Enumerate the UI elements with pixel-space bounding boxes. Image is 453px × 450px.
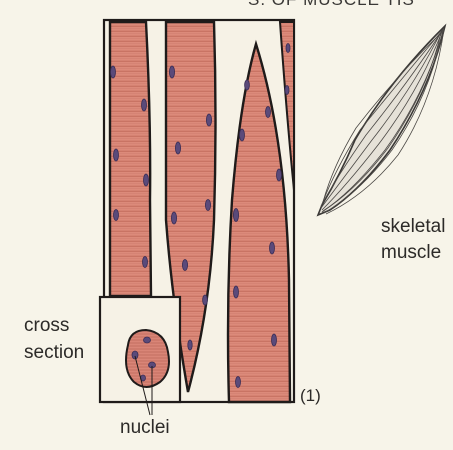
cross-section-inset	[100, 297, 180, 415]
skeletal-label-line1: skeletal	[381, 216, 445, 237]
cross-section-label-line2: section	[24, 342, 84, 363]
header-fragment: S. OF MUSCLE TIS	[248, 0, 415, 9]
skeletal-muscle-illustration	[318, 26, 445, 215]
nuclei-label: nuclei	[120, 417, 170, 438]
cross-section-label-line1: cross	[24, 315, 69, 336]
skeletal-label-line2: muscle	[381, 242, 441, 263]
figure-number: (1)	[300, 386, 321, 405]
